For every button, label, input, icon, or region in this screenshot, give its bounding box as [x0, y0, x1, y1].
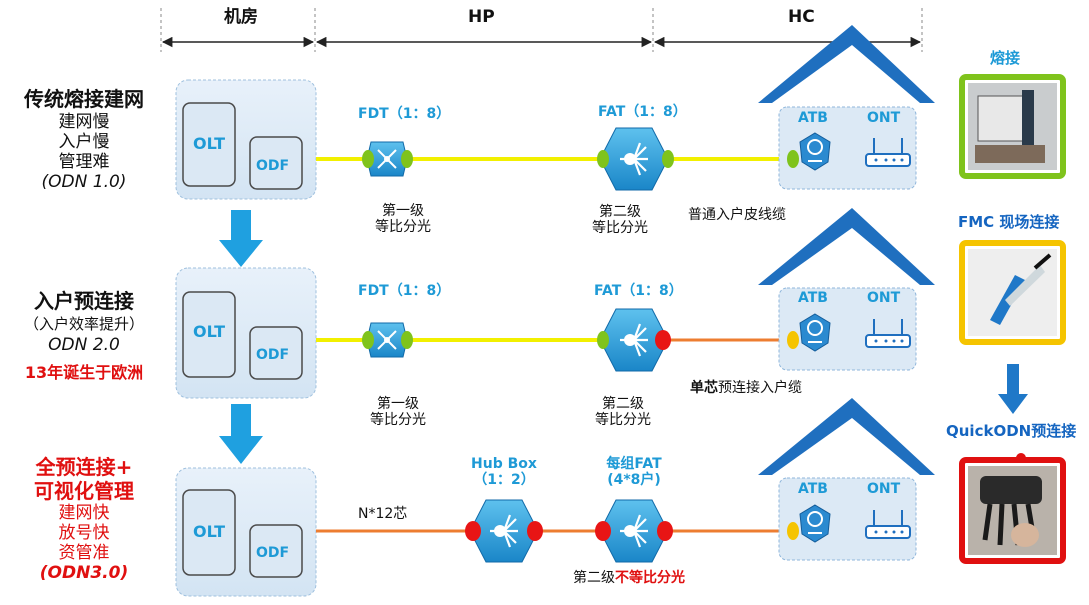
fmc-connector-photo [959, 240, 1066, 345]
atb-label: ATB [798, 481, 828, 497]
central-office-row1 [175, 79, 317, 200]
fdt-ratio-type: 等比分光 [370, 412, 426, 429]
hub-box-label: Hub Box （1：2） [460, 456, 548, 488]
fat-group-households: (4*8户) [607, 472, 661, 489]
second-level-label: 第二级 [573, 570, 615, 586]
fat-icon [599, 127, 669, 191]
red-connector-icon [465, 330, 673, 541]
fusion-splicer-photo [959, 74, 1066, 179]
row1-title: 传统熔接建网 [24, 87, 144, 111]
row1-line3: 入户慢 [58, 131, 110, 152]
fat-group-title: 每组FAT [606, 456, 662, 472]
row3-line5: 资管准 [58, 543, 110, 564]
hub-box-ratio: （1：2） [473, 472, 535, 489]
atb-icon [799, 132, 831, 171]
odf-label: ODF [256, 158, 290, 174]
header-machine-room: 机房 [224, 7, 258, 27]
evolution-arrow-1 [219, 210, 263, 267]
quickodn-label: QuickODN预连接 [946, 422, 1077, 440]
fat-label: FAT（1：8） [598, 104, 687, 120]
fat-label: FAT（1：8） [594, 283, 683, 299]
header-dividers [160, 8, 923, 52]
fat-ratio-type: 等比分光 [592, 220, 648, 237]
row3-title2: 可视化管理 [34, 478, 134, 503]
fdt-sub: 第一级 等比分光 [368, 203, 438, 235]
odf-label: ODF [256, 347, 290, 363]
atb-label: ATB [798, 290, 828, 306]
row2-line2: （入户效率提升） [23, 314, 144, 333]
left-desc-row1: 传统熔接建网 建网慢 入户慢 管理难 (ODN 1.0) [0, 87, 168, 192]
central-office-row2 [175, 267, 317, 399]
unequal-split-note: 第二级不等比分光 [573, 570, 685, 586]
row1-version: (ODN 1.0) [41, 171, 127, 192]
row3-title: 全预连接+ [35, 455, 133, 479]
drop-cable-label: 单芯预连接入户缆 [690, 380, 802, 396]
fat-ratio-type: 等比分光 [595, 412, 651, 429]
olt-label: OLT [193, 134, 226, 153]
fdt-ratio-type: 等比分光 [375, 219, 431, 236]
fat-level: 第二级 [602, 396, 644, 412]
olt-label: OLT [193, 522, 226, 541]
fdt-sub: 第一级 等比分光 [363, 396, 433, 428]
left-desc-row3: 全预连接+ 可视化管理 建网快 放号快 资管准 (ODN3.0) [0, 455, 168, 584]
fmc-label: FMC 现场连接 [958, 213, 1060, 231]
row3-version: (ODN3.0) [39, 563, 129, 584]
row2-version: ODN 2.0 [48, 335, 120, 356]
feeder-cable-label: N*12芯 [358, 506, 408, 522]
fat-sub: 第二级 等比分光 [585, 204, 655, 236]
single-core-label: 单芯 [690, 380, 718, 396]
hub-box-title: Hub Box [471, 456, 537, 472]
olt-label: OLT [193, 322, 226, 341]
ont-router-icon [865, 319, 911, 348]
fat-group-label: 每组FAT (4*8户) [590, 456, 678, 488]
row1-line4: 管理难 [58, 151, 110, 172]
fat-sub: 第二级 等比分光 [588, 396, 658, 428]
left-desc-row2: 入户预连接 （入户效率提升） ODN 2.0 13年诞生于欧洲 [0, 289, 168, 383]
quickodn-photo [959, 453, 1066, 564]
fdt-level: 第一级 [382, 203, 424, 219]
unequal-split-label: 不等比分光 [615, 570, 685, 586]
yellow-connector-icon [787, 331, 799, 540]
fat-icon [599, 308, 669, 372]
fdt-label: FDT（1：8） [358, 106, 451, 122]
odf-label: ODF [256, 545, 290, 561]
preconnect-cable-label: 预连接入户缆 [718, 380, 802, 396]
right-down-arrow [998, 364, 1028, 414]
drop-cable-label: 普通入户皮线缆 [688, 207, 786, 223]
row2-title: 入户预连接 [34, 289, 134, 313]
row3-line3: 建网快 [58, 503, 110, 524]
ont-label: ONT [867, 290, 901, 306]
evolution-arrow-2 [219, 404, 263, 464]
green-connector-icon [362, 150, 799, 349]
header-hp: HP [468, 7, 495, 27]
fusion-splice-label: 熔接 [990, 49, 1021, 67]
central-office-row3 [175, 467, 317, 597]
header-hc: HC [788, 7, 815, 27]
atb-icon [799, 504, 831, 543]
fdt-label: FDT（1：8） [358, 283, 451, 299]
ont-label: ONT [867, 110, 901, 126]
ont-label: ONT [867, 481, 901, 497]
atb-label: ATB [798, 110, 828, 126]
ont-router-icon [865, 510, 911, 539]
atb-icon [799, 313, 831, 352]
fat-group-icon [599, 499, 669, 563]
row1-line2: 建网慢 [58, 111, 110, 132]
row3-line4: 放号快 [58, 523, 110, 544]
row2-origin: 13年诞生于欧洲 [24, 363, 144, 383]
ont-router-icon [865, 138, 911, 167]
fat-level: 第二级 [599, 204, 641, 220]
fdt-level: 第一级 [377, 396, 419, 412]
